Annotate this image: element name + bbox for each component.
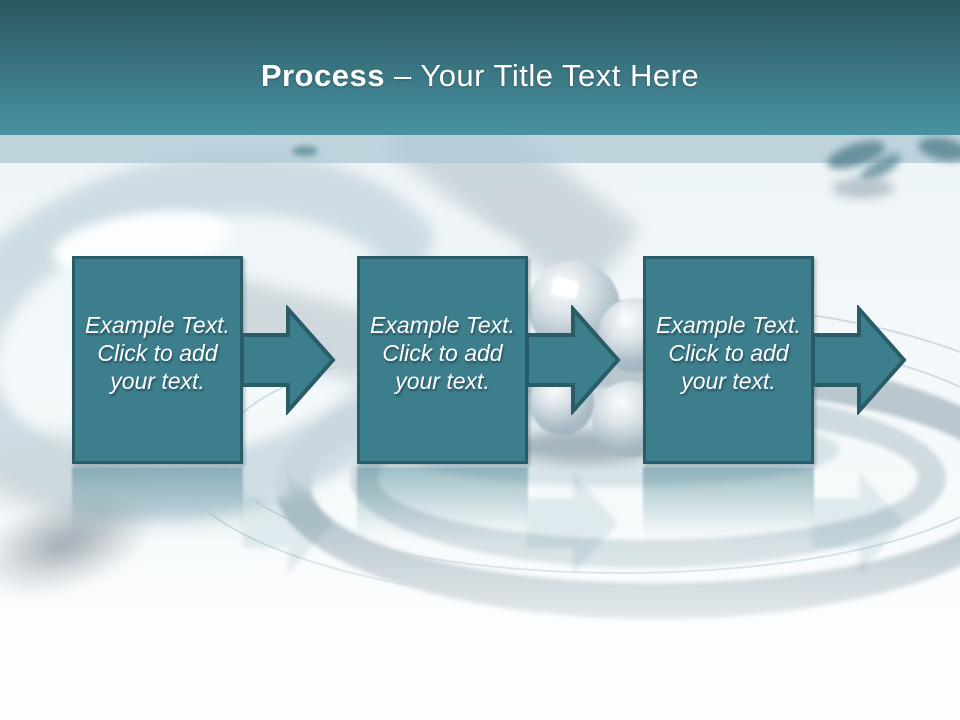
placeholder-text-line: your text. (395, 368, 490, 394)
arrow-reflection (527, 472, 618, 574)
placeholder-text-line: your text. (681, 368, 776, 394)
placeholder-text-line: Example Text. (85, 312, 230, 338)
box-reflection (72, 467, 243, 541)
box-reflection (643, 467, 814, 541)
right-arrow-connector-icon (811, 305, 907, 415)
header-accent-band (0, 135, 960, 163)
arrow-reflection (813, 472, 904, 574)
placeholder-text-line: Click to add (668, 340, 789, 366)
process-step-2-placeholder[interactable]: Example Text. Click to add your text. (357, 256, 528, 464)
process-step-1-placeholder[interactable]: Example Text. Click to add your text. (72, 256, 243, 464)
page-title: Process – Your Title Text Here (261, 42, 699, 94)
right-arrow-connector-icon (525, 305, 621, 415)
right-arrow-connector-icon (240, 305, 336, 415)
box-reflection (357, 467, 528, 541)
placeholder-text-line: Example Text. (370, 312, 515, 338)
placeholder-text-line: your text. (110, 368, 205, 394)
title-subtitle: – Your Title Text Here (384, 57, 700, 93)
arrow-reflection (242, 472, 333, 574)
placeholder-text-line: Example Text. (656, 312, 801, 338)
bottom-fade (0, 520, 960, 720)
placeholder-text-line: Click to add (97, 340, 218, 366)
title-keyword: Process (260, 57, 385, 93)
placeholder-text-line: Click to add (382, 340, 503, 366)
process-step-3-placeholder[interactable]: Example Text. Click to add your text. (643, 256, 814, 464)
title-bar: Process – Your Title Text Here (0, 0, 960, 135)
